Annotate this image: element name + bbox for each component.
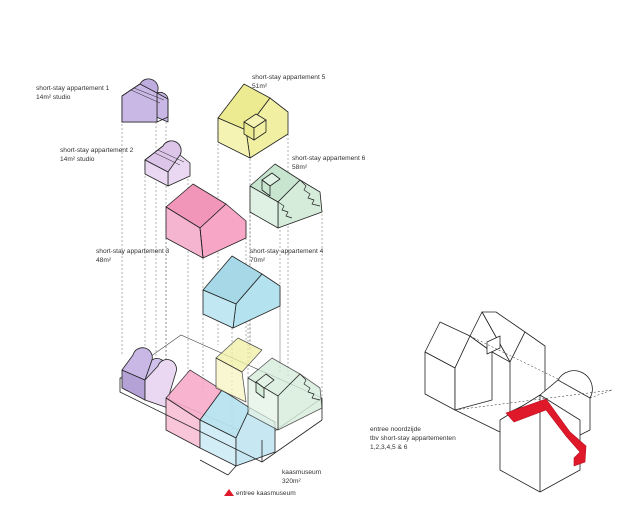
assembled-building (119, 337, 323, 476)
unit-1-block (121, 78, 169, 123)
label-entrance-north: entree noordzijde tbv short-stay apparte… (370, 426, 456, 451)
unit-2-block (144, 140, 191, 187)
entrance-route (505, 398, 587, 467)
unit-5-block (217, 83, 289, 159)
unit-4-block (202, 255, 281, 329)
label-entrance-museum: entree kaasmuseum (236, 490, 296, 497)
unit-3-block (165, 183, 247, 259)
unit-6-block (249, 163, 323, 229)
entrance-diagram (424, 311, 613, 493)
entrance-triangle-icon (224, 489, 234, 496)
